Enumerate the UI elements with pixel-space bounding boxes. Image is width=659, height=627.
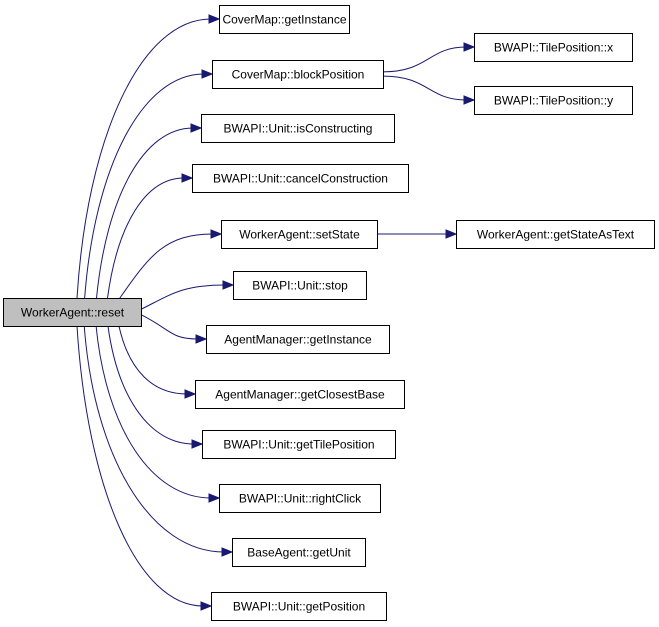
node-bwapi-unit-stop[interactable]: BWAPI::Unit::stop bbox=[233, 271, 367, 300]
node-box bbox=[206, 325, 390, 354]
edge-reset-to-u_cancelConstruction bbox=[107, 177, 185, 299]
edges-layer bbox=[76, 14, 476, 611]
node-baseagent-getunit[interactable]: BaseAgent::getUnit bbox=[232, 538, 366, 567]
node-box bbox=[195, 380, 405, 409]
edge-reset-to-am_getClosestBase bbox=[118, 325, 188, 395]
node-bwapi-unit-getposition[interactable]: BWAPI::Unit::getPosition bbox=[211, 592, 387, 621]
node-covermap-getinstance[interactable]: CoverMap::getInstance bbox=[219, 5, 350, 34]
edge-reset-to-u_stop bbox=[140, 284, 226, 310]
node-workeragent-reset[interactable]: WorkerAgent::reset bbox=[3, 298, 142, 327]
node-bwapi-unit-rightclick[interactable]: BWAPI::Unit::rightClick bbox=[219, 484, 381, 513]
node-bwapi-tileposition-y[interactable]: BWAPI::TilePosition::y bbox=[474, 86, 633, 115]
node-label: CoverMap::getInstance bbox=[222, 13, 346, 27]
node-label: AgentManager::getInstance bbox=[224, 333, 372, 347]
arrowhead-u_cancelConstruction bbox=[181, 173, 194, 183]
node-box bbox=[212, 60, 384, 89]
arrowhead-u_getPosition bbox=[200, 601, 213, 611]
arrowhead-wa_setState bbox=[210, 229, 223, 239]
node-box bbox=[456, 220, 655, 249]
arrowhead-am_getInstance bbox=[195, 334, 208, 344]
edge-reset-to-cm_getInstance bbox=[76, 18, 212, 299]
node-label: AgentManager::getClosestBase bbox=[215, 388, 385, 402]
node-bwapi-unit-gettileposition[interactable]: BWAPI::Unit::getTilePosition bbox=[202, 430, 396, 459]
arrowhead-u_rightClick bbox=[208, 493, 221, 503]
edge-reset-to-u_getTilePosition bbox=[107, 325, 195, 445]
arrowhead-ba_getUnit bbox=[221, 547, 234, 557]
edge-cm_blockPosition-to-tp_x bbox=[382, 46, 467, 73]
node-label: BWAPI::Unit::getPosition bbox=[233, 600, 365, 614]
node-box bbox=[202, 430, 396, 459]
node-label: BaseAgent::getUnit bbox=[247, 546, 351, 560]
arrowhead-u_isConstructing bbox=[190, 123, 203, 133]
node-label: BWAPI::Unit::getTilePosition bbox=[223, 438, 374, 452]
node-agentmanager-getinstance[interactable]: AgentManager::getInstance bbox=[206, 325, 390, 354]
arrowhead-u_getTilePosition bbox=[191, 439, 204, 449]
node-label: CoverMap::blockPosition bbox=[232, 68, 365, 82]
node-box bbox=[211, 592, 387, 621]
arrowhead-u_stop bbox=[222, 280, 235, 290]
node-box bbox=[3, 298, 142, 327]
node-label: BWAPI::Unit::cancelConstruction bbox=[213, 172, 388, 186]
node-agentmanager-getclosestbase[interactable]: AgentManager::getClosestBase bbox=[195, 380, 405, 409]
node-box bbox=[232, 538, 366, 567]
node-box bbox=[233, 271, 367, 300]
edge-cm_blockPosition-to-tp_y bbox=[382, 75, 467, 101]
node-workeragent-getstateastext[interactable]: WorkerAgent::getStateAsText bbox=[456, 220, 655, 249]
arrowhead-tp_x bbox=[463, 42, 476, 52]
node-label: BWAPI::TilePosition::x bbox=[494, 41, 613, 55]
node-label: BWAPI::Unit::stop bbox=[252, 279, 348, 293]
edge-reset-to-cm_blockPosition bbox=[84, 73, 205, 299]
node-label: WorkerAgent::reset bbox=[21, 306, 125, 320]
node-covermap-blockposition[interactable]: CoverMap::blockPosition bbox=[212, 60, 384, 89]
edge-reset-to-u_getPosition bbox=[76, 325, 204, 607]
arrowhead-am_getClosestBase bbox=[184, 389, 197, 399]
edge-reset-to-wa_setState bbox=[119, 233, 214, 299]
arrowhead-wa_getStateAsText bbox=[445, 229, 458, 239]
node-bwapi-unit-cancelconstruction[interactable]: BWAPI::Unit::cancelConstruction bbox=[192, 164, 409, 193]
node-box bbox=[474, 33, 633, 62]
node-label: BWAPI::Unit::isConstructing bbox=[224, 122, 373, 136]
edge-reset-to-ba_getUnit bbox=[83, 325, 225, 553]
node-label: WorkerAgent::getStateAsText bbox=[477, 228, 635, 242]
node-label: BWAPI::TilePosition::y bbox=[494, 94, 613, 108]
node-box bbox=[221, 220, 378, 249]
arrowhead-tp_y bbox=[463, 95, 476, 105]
node-box bbox=[219, 5, 350, 34]
node-box bbox=[192, 164, 409, 193]
node-workeragent-setstate[interactable]: WorkerAgent::setState bbox=[221, 220, 378, 249]
nodes-layer: WorkerAgent::reset CoverMap::getInstanceC… bbox=[3, 5, 655, 621]
node-box bbox=[201, 114, 395, 143]
edge-reset-to-u_isConstructing bbox=[96, 127, 194, 299]
node-box bbox=[474, 86, 633, 115]
node-label: BWAPI::Unit::rightClick bbox=[239, 492, 362, 506]
edge-reset-to-am_getInstance bbox=[140, 314, 199, 340]
node-box bbox=[219, 484, 381, 513]
arrowhead-cm_blockPosition bbox=[201, 69, 214, 79]
node-bwapi-tileposition-x[interactable]: BWAPI::TilePosition::x bbox=[474, 33, 633, 62]
edge-reset-to-u_rightClick bbox=[95, 325, 212, 499]
node-label: WorkerAgent::setState bbox=[239, 228, 360, 242]
arrowhead-cm_getInstance bbox=[208, 14, 221, 24]
node-bwapi-unit-isconstructing[interactable]: BWAPI::Unit::isConstructing bbox=[201, 114, 395, 143]
